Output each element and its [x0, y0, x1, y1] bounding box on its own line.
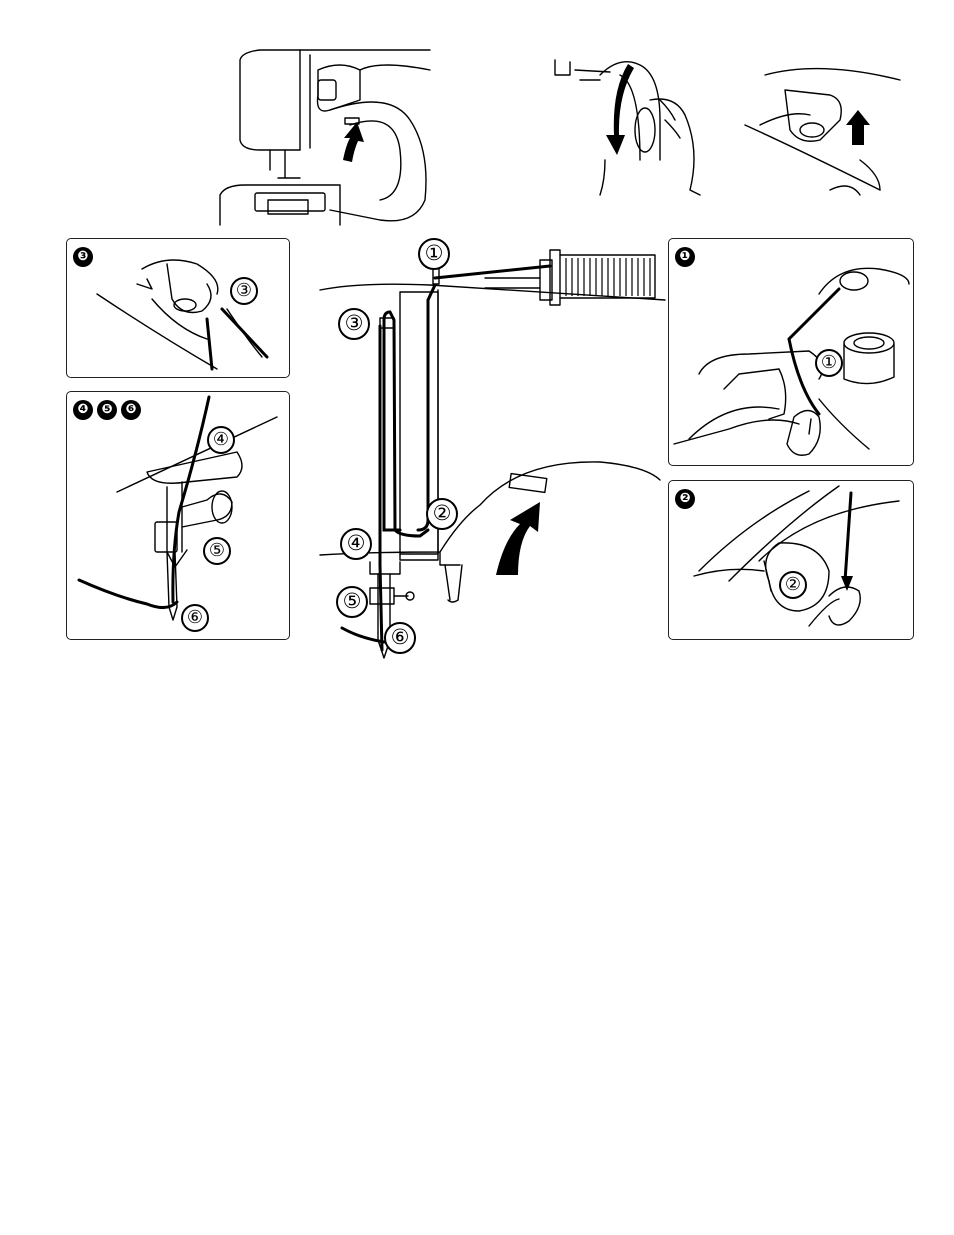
callout-6: ⑥	[384, 622, 416, 654]
thread-guide-drawing	[669, 239, 913, 465]
callout-2: ②	[779, 571, 807, 599]
step-badge-2: ❷	[675, 489, 695, 509]
callout-4: ④	[340, 528, 372, 560]
machine-front-drawing	[0, 0, 954, 240]
arrow-up-icon	[496, 502, 540, 575]
inset-step-1: ❶ ①	[668, 238, 914, 466]
step-badge-5: ❺	[97, 400, 117, 420]
callout-1: ①	[815, 349, 843, 377]
callout-3: ③	[338, 308, 370, 340]
inset-step-3: ❸ ③	[66, 238, 290, 378]
take-up-lever-drawing	[67, 239, 289, 377]
spool-icon	[566, 258, 650, 296]
step-badge-1: ❶	[675, 247, 695, 267]
arrow-up-icon	[846, 110, 870, 145]
arrow-down-icon	[606, 64, 634, 155]
callout-2: ②	[426, 498, 458, 530]
main-threading-diagram: ① ② ③ ④ ⑤ ⑥	[300, 230, 668, 660]
arrow-up-icon	[343, 122, 364, 162]
callout-4: ④	[207, 426, 235, 454]
hand-icon	[674, 420, 799, 444]
callout-3: ③	[230, 277, 258, 305]
inset-step-2: ❷ ②	[668, 480, 914, 640]
callout-5: ⑤	[203, 537, 231, 565]
inset-step-4-5-6: ❹ ❺ ❻ ④ ⑤ ⑥	[66, 391, 290, 640]
step-badge-6: ❻	[121, 400, 141, 420]
callout-6: ⑥	[181, 604, 209, 632]
callout-1: ①	[418, 238, 450, 270]
step-badge-4: ❹	[73, 400, 93, 420]
step-badge-3: ❸	[73, 247, 93, 267]
callout-5: ⑤	[336, 586, 368, 618]
needle-bar-drawing	[67, 392, 289, 639]
check-spring-drawing	[669, 481, 913, 639]
